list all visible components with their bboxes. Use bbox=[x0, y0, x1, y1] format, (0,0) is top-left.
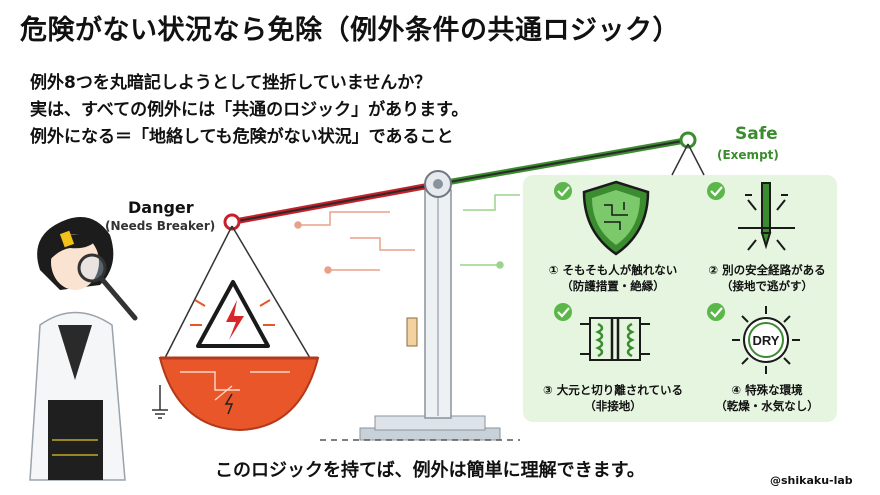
exemption-item-4-title: ④ 特殊な環境 bbox=[731, 383, 803, 397]
author-credit: @shikaku-lab bbox=[770, 474, 853, 487]
exemption-item-1-detail: （防護措置・絶縁） bbox=[561, 279, 665, 293]
check-icon bbox=[554, 182, 572, 200]
exemption-item-2: ② 別の安全経路がある （接地で逃がす） bbox=[689, 262, 845, 294]
exemption-item-3-title: ③ 大元と切り離されている bbox=[543, 383, 683, 397]
safe-panel bbox=[523, 175, 837, 422]
intro-text: 例外8つを丸暗記しようとして挫折していませんか？ 実は、すべての例外には「共通の… bbox=[30, 70, 468, 151]
exemption-item-4-detail: （乾燥・水気なし） bbox=[715, 399, 819, 413]
intro-line-3: 例外になる＝「地絡しても危険がない状況」であること bbox=[30, 127, 454, 147]
check-icon bbox=[707, 303, 725, 321]
safe-sublabel: (Exempt) bbox=[717, 148, 779, 162]
dry-badge: DRY bbox=[753, 333, 780, 348]
danger-sublabel: (Needs Breaker) bbox=[105, 219, 216, 233]
high-voltage-warning-icon bbox=[190, 280, 275, 348]
safe-label: Safe bbox=[735, 124, 778, 144]
exemption-item-2-detail: （接地で逃がす） bbox=[721, 279, 813, 293]
exemption-item-4: ④ 特殊な環境 （乾燥・水気なし） bbox=[689, 382, 845, 414]
researcher-character-illustration bbox=[29, 217, 138, 481]
intro-line-1: 例外8つを丸暗記しようとして挫折していませんか？ bbox=[30, 73, 432, 93]
ground-symbol bbox=[152, 385, 168, 419]
footer-message: このロジックを持てば、例外は簡単に理解できます。 bbox=[215, 460, 645, 481]
exemption-item-1: ① そもそも人が触れない （防護措置・絶縁） bbox=[535, 262, 691, 294]
circuit-traces bbox=[294, 211, 415, 274]
circuit-traces-safe bbox=[460, 194, 520, 269]
ground-rod-icon bbox=[738, 182, 795, 251]
dry-sun-icon: DRY bbox=[732, 306, 800, 374]
exemption-item-2-title: ② 別の安全経路がある bbox=[708, 263, 826, 277]
exemption-item-3: ③ 大元と切り離されている （非接地） bbox=[535, 382, 691, 414]
shield-circuit-icon bbox=[582, 180, 650, 256]
intro-line-2: 実は、すべての例外には「共通のロジック」があります。 bbox=[30, 100, 469, 120]
exemption-item-3-detail: （非接地） bbox=[584, 399, 642, 413]
check-icon bbox=[707, 182, 725, 200]
danger-label: Danger bbox=[128, 198, 194, 217]
check-icon bbox=[554, 303, 572, 321]
danger-pan bbox=[158, 357, 320, 432]
page-title: 危険がない状況なら免除（例外条件の共通ロジック） bbox=[20, 15, 680, 46]
exemption-item-1-title: ① そもそも人が触れない bbox=[548, 263, 678, 277]
transformer-icon bbox=[580, 317, 650, 361]
